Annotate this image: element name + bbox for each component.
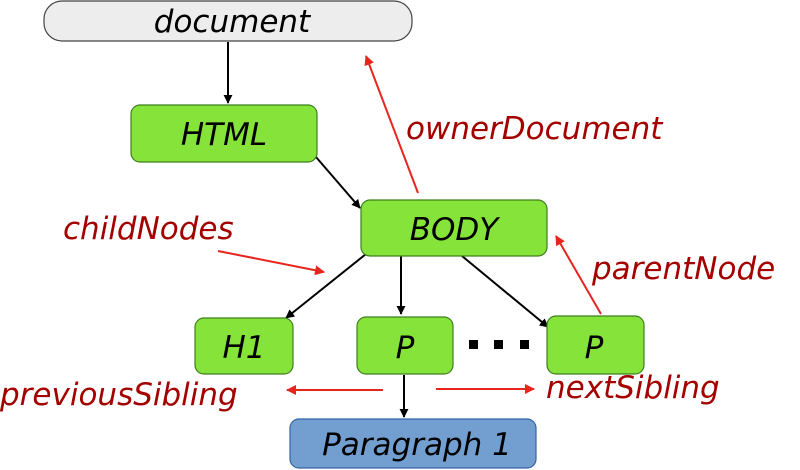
node-p-last-label: P <box>585 330 604 366</box>
node-p-last: P <box>546 315 645 375</box>
label-previous-sibling: previousSibling <box>0 377 238 413</box>
node-paragraph-box <box>289 418 537 469</box>
owner-document-arrow <box>364 55 419 194</box>
node-paragraph-label: Paragraph 1 <box>322 427 512 463</box>
node-p-first-box <box>356 316 454 375</box>
label-child-nodes: childNodes <box>63 211 234 247</box>
node-p-first-label: P <box>396 330 415 366</box>
ellipsis-dot <box>520 340 529 349</box>
ellipsis-dot <box>494 340 503 349</box>
label-parent-node: parentNode <box>591 251 775 287</box>
parent-node-arrow <box>555 235 602 315</box>
node-paragraph-text: Paragraph 1 <box>289 418 537 469</box>
ellipsis-dot <box>469 340 478 349</box>
node-html-label: HTML <box>181 117 267 153</box>
node-document-label: document <box>154 4 312 40</box>
label-next-sibling: nextSibling <box>546 370 720 406</box>
node-body: BODY <box>360 199 548 257</box>
node-html: HTML <box>130 104 318 163</box>
node-html-box <box>130 104 318 163</box>
node-document: document <box>43 0 413 42</box>
tree-edges <box>223 42 549 418</box>
node-h1: H1 <box>194 317 294 375</box>
node-body-box <box>360 199 548 257</box>
edge-html-body <box>315 156 361 209</box>
node-p-first: P <box>356 316 454 375</box>
node-document-box <box>43 0 413 42</box>
edge-body-h1 <box>285 253 367 319</box>
node-h1-box <box>194 317 294 375</box>
property-arrows <box>217 55 602 395</box>
node-h1-label: H1 <box>222 330 265 366</box>
label-owner-document: ownerDocument <box>406 111 664 147</box>
edge-body-p-last <box>461 255 549 328</box>
node-p-last-box <box>546 315 645 375</box>
node-body-label: BODY <box>410 212 501 248</box>
child-nodes-arrow <box>217 250 325 276</box>
sibling-ellipsis <box>469 340 529 349</box>
